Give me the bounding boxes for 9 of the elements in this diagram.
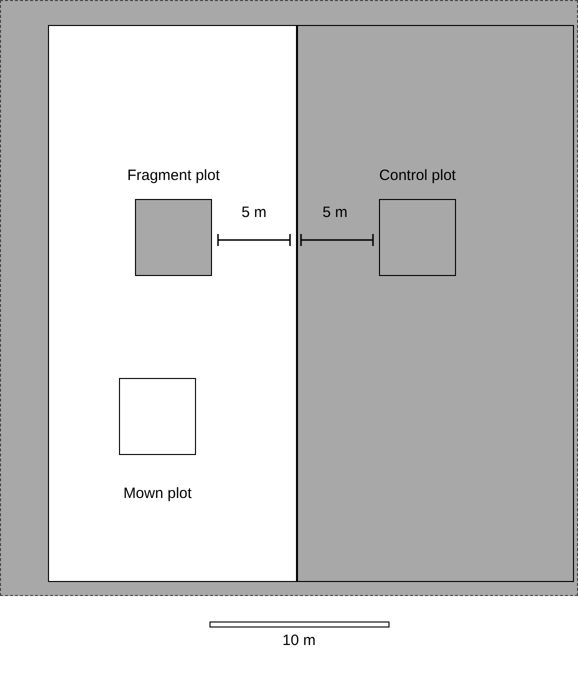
scale-label: 10 m <box>282 632 316 649</box>
plot-label: Fragment plot <box>126 167 221 184</box>
plot-label: Mown plot <box>122 485 193 502</box>
dimension-label: 5 m <box>322 204 348 221</box>
treatment-half <box>297 25 574 582</box>
plot-label: Control plot <box>378 167 457 184</box>
field-area <box>0 0 578 596</box>
dimension-label: 5 m <box>242 204 266 221</box>
treatment-half <box>48 25 297 582</box>
